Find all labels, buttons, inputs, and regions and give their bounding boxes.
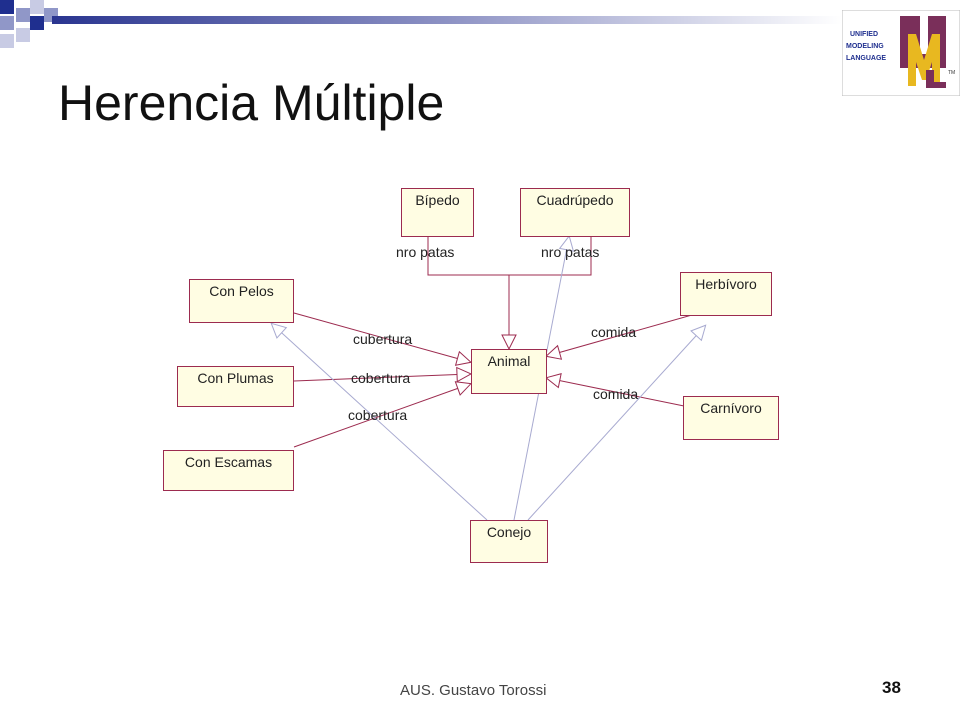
class-conejo-name: Conejo [486, 524, 532, 540]
logo-line1: UNIFIED [850, 31, 878, 38]
page-number: 38 [882, 678, 901, 697]
class-conejo[interactable]: Conejo [470, 520, 548, 563]
header-decoration [0, 0, 842, 48]
herbivoro-to-animal [547, 310, 707, 356]
label-bipedo-role: nro patas [396, 244, 455, 260]
uml-logo: UNIFIED MODELING LANGUAGE TM [842, 10, 960, 96]
class-carnivoro[interactable]: Carnívoro [683, 396, 779, 440]
plumas-to-animal [293, 374, 470, 381]
class-bipedo-name: Bípedo [415, 192, 460, 208]
label-escamas-role: cobertura [348, 407, 408, 423]
logo-trademark: TM [948, 70, 955, 76]
label-herbivoro-role: comida [591, 324, 637, 340]
label-carnivoro-role: comida [593, 386, 639, 402]
class-con-pelos-name: Con Pelos [209, 283, 274, 299]
label-plumas-role: cobertura [351, 370, 411, 386]
footer-author: AUS. Gustavo Torossi [400, 682, 547, 699]
slide-title: Herencia Múltiple [58, 75, 445, 131]
class-herbivoro[interactable]: Herbívoro [680, 272, 772, 316]
label-cuadrupedo-role: nro patas [541, 244, 600, 260]
pelos-to-animal [293, 312, 470, 362]
class-con-pelos[interactable]: Con Pelos [189, 279, 294, 323]
logo-line2: MODELING [846, 43, 884, 50]
class-animal[interactable]: Animal [471, 349, 547, 394]
conejo-to-pelos [272, 324, 488, 521]
class-con-escamas[interactable]: Con Escamas [163, 450, 294, 491]
conejo-to-herbivoro [527, 326, 705, 521]
escamas-to-animal [293, 384, 470, 448]
carnivoro-to-animal [547, 378, 685, 407]
class-bipedo[interactable]: Bípedo [401, 188, 474, 237]
class-carnivoro-name: Carnívoro [700, 400, 762, 416]
class-animal-name: Animal [487, 353, 531, 369]
class-con-plumas-name: Con Plumas [197, 370, 274, 386]
class-cuadrupedo[interactable]: Cuadrúpedo [520, 188, 630, 237]
class-herbivoro-name: Herbívoro [695, 276, 757, 292]
class-con-plumas[interactable]: Con Plumas [177, 366, 294, 407]
logo-line3: LANGUAGE [846, 55, 886, 62]
class-cuadrupedo-name: Cuadrúpedo [536, 192, 614, 208]
class-con-escamas-name: Con Escamas [184, 454, 273, 470]
label-pelos-role: cubertura [353, 331, 413, 347]
